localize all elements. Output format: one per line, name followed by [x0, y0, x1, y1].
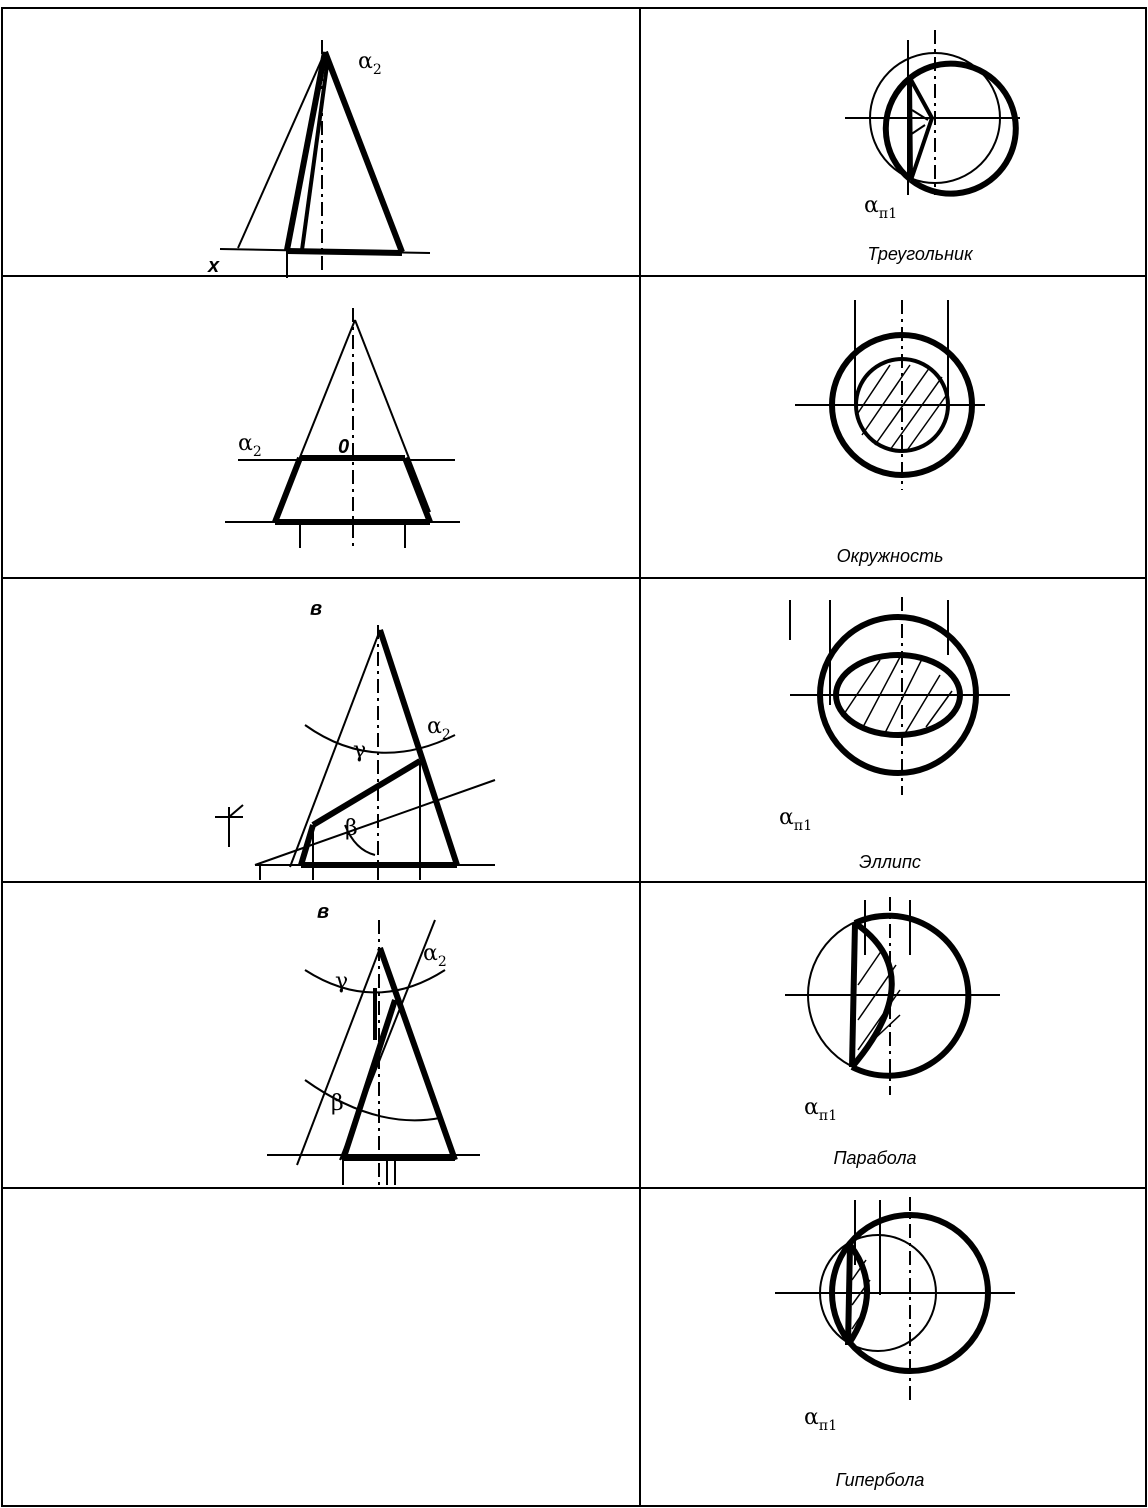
alpha2-label-row2: α2 — [238, 431, 262, 460]
x-axis-label: x — [207, 255, 220, 277]
cone-top-view-ellipse — [789, 597, 1010, 795]
beta-label-row4: β — [331, 1091, 344, 1116]
gamma-label-row4: γ — [335, 969, 348, 994]
alpha-pi1-label-row4: αп1 — [804, 1095, 837, 1124]
caption-ellipse: Эллипс — [859, 852, 921, 872]
alpha-pi1-label-row5: αп1 — [804, 1405, 837, 1434]
svg-text:αп1: αп1 — [864, 193, 897, 222]
alpha-pi1-label-row1: αп1 — [864, 193, 897, 222]
point-o-label: 0 — [338, 436, 349, 458]
beta-label: β — [345, 816, 358, 841]
row-letter-3: в — [310, 598, 322, 620]
alpha2-label: α2 — [358, 49, 382, 78]
alpha-pi1-label-row3: αп1 — [779, 805, 812, 834]
cone-top-view-hyperbola — [775, 1197, 1015, 1400]
svg-text:αп1: αп1 — [804, 1095, 837, 1124]
cone-front-view-ellipse: в γ β α2 — [215, 598, 496, 880]
cone-top-view-parabola — [785, 897, 1000, 1095]
cone-top-view-triangle — [845, 30, 1020, 197]
cone-front-view-circle: α2 0 — [225, 308, 460, 548]
cone-front-view-parabola: в γ β α2 — [267, 901, 480, 1185]
caption-circle: Окружность — [836, 546, 944, 566]
row-letter-4: в — [317, 901, 329, 923]
caption-hyperbola: Гипербола — [835, 1470, 925, 1490]
cone-top-view-circle — [795, 300, 985, 490]
alpha2-label-row4: α2 — [423, 941, 447, 970]
svg-text:αп1: αп1 — [804, 1405, 837, 1434]
svg-text:αп1: αп1 — [779, 805, 812, 834]
caption-triangle: Треугольник — [867, 244, 973, 264]
cone-front-view-triangle: α2 x — [207, 40, 431, 278]
caption-parabola: Парабола — [833, 1148, 917, 1168]
gamma-label: γ — [353, 738, 366, 763]
alpha2-label-row3: α2 — [427, 714, 451, 743]
